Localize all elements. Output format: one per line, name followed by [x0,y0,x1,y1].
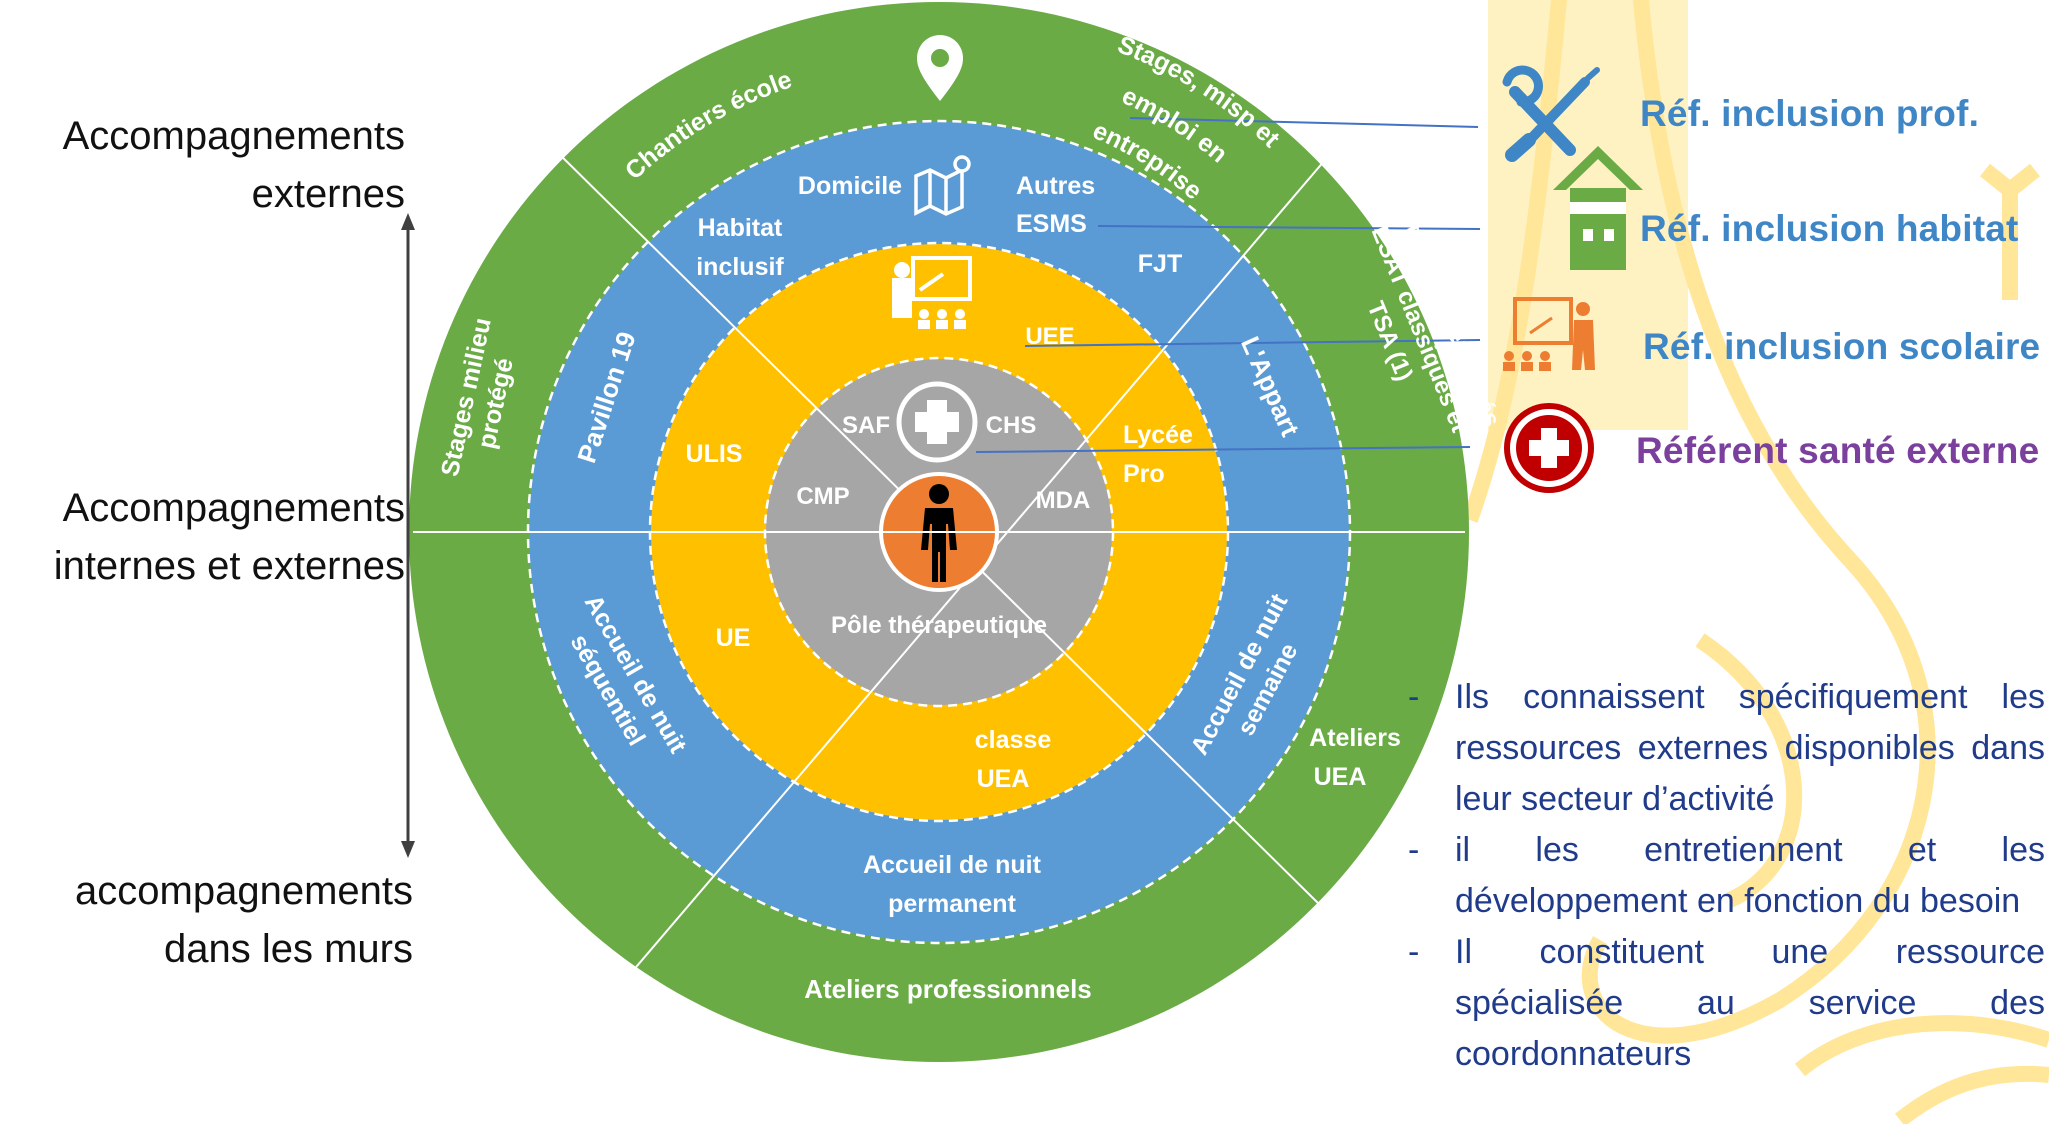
side-label-line: accompagnements [75,869,413,913]
svg-text:ESMS: ESMS [1016,210,1087,238]
legend-ref-sante: Référent santé externe [1636,430,2040,471]
connector-lines [975,117,1481,453]
bullet-text: Il constituent une ressource spécialisée… [1455,933,2045,1073]
bullet-dash: - [1408,678,1420,716]
label-fjt: FJT [1138,250,1182,278]
svg-text:inclusif: inclusif [696,253,784,281]
health-cross-icon [896,381,978,463]
label-habitat-inclusif: Habitat inclusif [696,214,784,281]
bullet-dash: - [1408,933,1420,971]
svg-text:Pro: Pro [1123,460,1165,488]
label-ateliers-uea: Ateliers UEA [1309,724,1401,791]
label-ue: UE [716,624,751,652]
svg-text:Lycée: Lycée [1123,421,1193,449]
svg-text:classe: classe [975,726,1052,754]
legend-ref-scolaire: Réf. inclusion scolaire [1643,326,2041,367]
label-accueil-permanent: Accueil de nuit permanent [863,851,1041,918]
label-uee: UEE [1025,323,1074,350]
map-icon [914,155,971,216]
bullet-item: -Ils connaissent spécifiquement les ress… [1400,672,2045,825]
svg-text:Autres: Autres [1016,172,1095,200]
label-ateliers-professionnels: Ateliers professionnels [804,974,1092,1004]
side-label-line: dans les murs [164,927,413,971]
label-mda: MDA [1036,487,1091,514]
bullet-item: -Il constituent une ressource spécialisé… [1400,927,2045,1080]
side-label-line: internes et externes [53,544,405,588]
label-pole-therapeutique: Pôle thérapeutique [831,612,1047,639]
side-label-internes: Accompagnements internes et externes [0,479,405,595]
label-saf: SAF [842,412,890,439]
vertical-double-arrow [401,213,415,858]
side-label-line: externes [251,172,405,216]
svg-text:UEA: UEA [1314,763,1367,791]
label-classe-uea: classe UEA [975,726,1052,793]
legend-ref-habitat: Réf. inclusion habitat [1640,208,2019,249]
red-cross-legend-icon [1504,403,1594,493]
bullet-list: -Ils connaissent spécifiquement les ress… [1400,672,2045,1080]
teacher-board-legend-icon [1503,297,1595,371]
svg-text:Ateliers: Ateliers [1309,724,1401,752]
bullet-dash: - [1408,831,1420,869]
label-ulis: ULIS [686,440,743,468]
teacher-board-icon [892,256,972,329]
wrench-screwdriver-icon [1502,65,1600,162]
bullet-text: Ils connaissent spécifiquement les resso… [1455,678,2045,818]
house-icon [1553,146,1643,270]
label-chs: CHS [986,412,1037,439]
side-label-line: Accompagnements [62,114,405,158]
bullet-text: il les entretiennent et les développemen… [1455,831,2045,920]
label-autres-esms: Autres ESMS [1016,172,1095,238]
side-label-line: Accompagnements [62,486,405,530]
svg-text:Accueil de nuit: Accueil de nuit [863,851,1041,879]
side-label-externes: Accompagnements externes [20,107,405,223]
label-cmp: CMP [796,483,849,510]
label-lycee-pro: Lycée Pro [1123,421,1193,488]
legend-ref-prof: Réf. inclusion prof. [1640,93,1980,134]
svg-text:UEA: UEA [977,765,1030,793]
location-pin-icon [917,35,963,101]
svg-text:permanent: permanent [888,890,1016,918]
svg-text:Habitat: Habitat [698,214,783,242]
bullet-item: -il les entretiennent et les développeme… [1400,825,2045,927]
person-icon [921,484,957,582]
side-label-murs: accompagnements dans les murs [20,862,413,978]
label-domicile: Domicile [798,172,902,200]
